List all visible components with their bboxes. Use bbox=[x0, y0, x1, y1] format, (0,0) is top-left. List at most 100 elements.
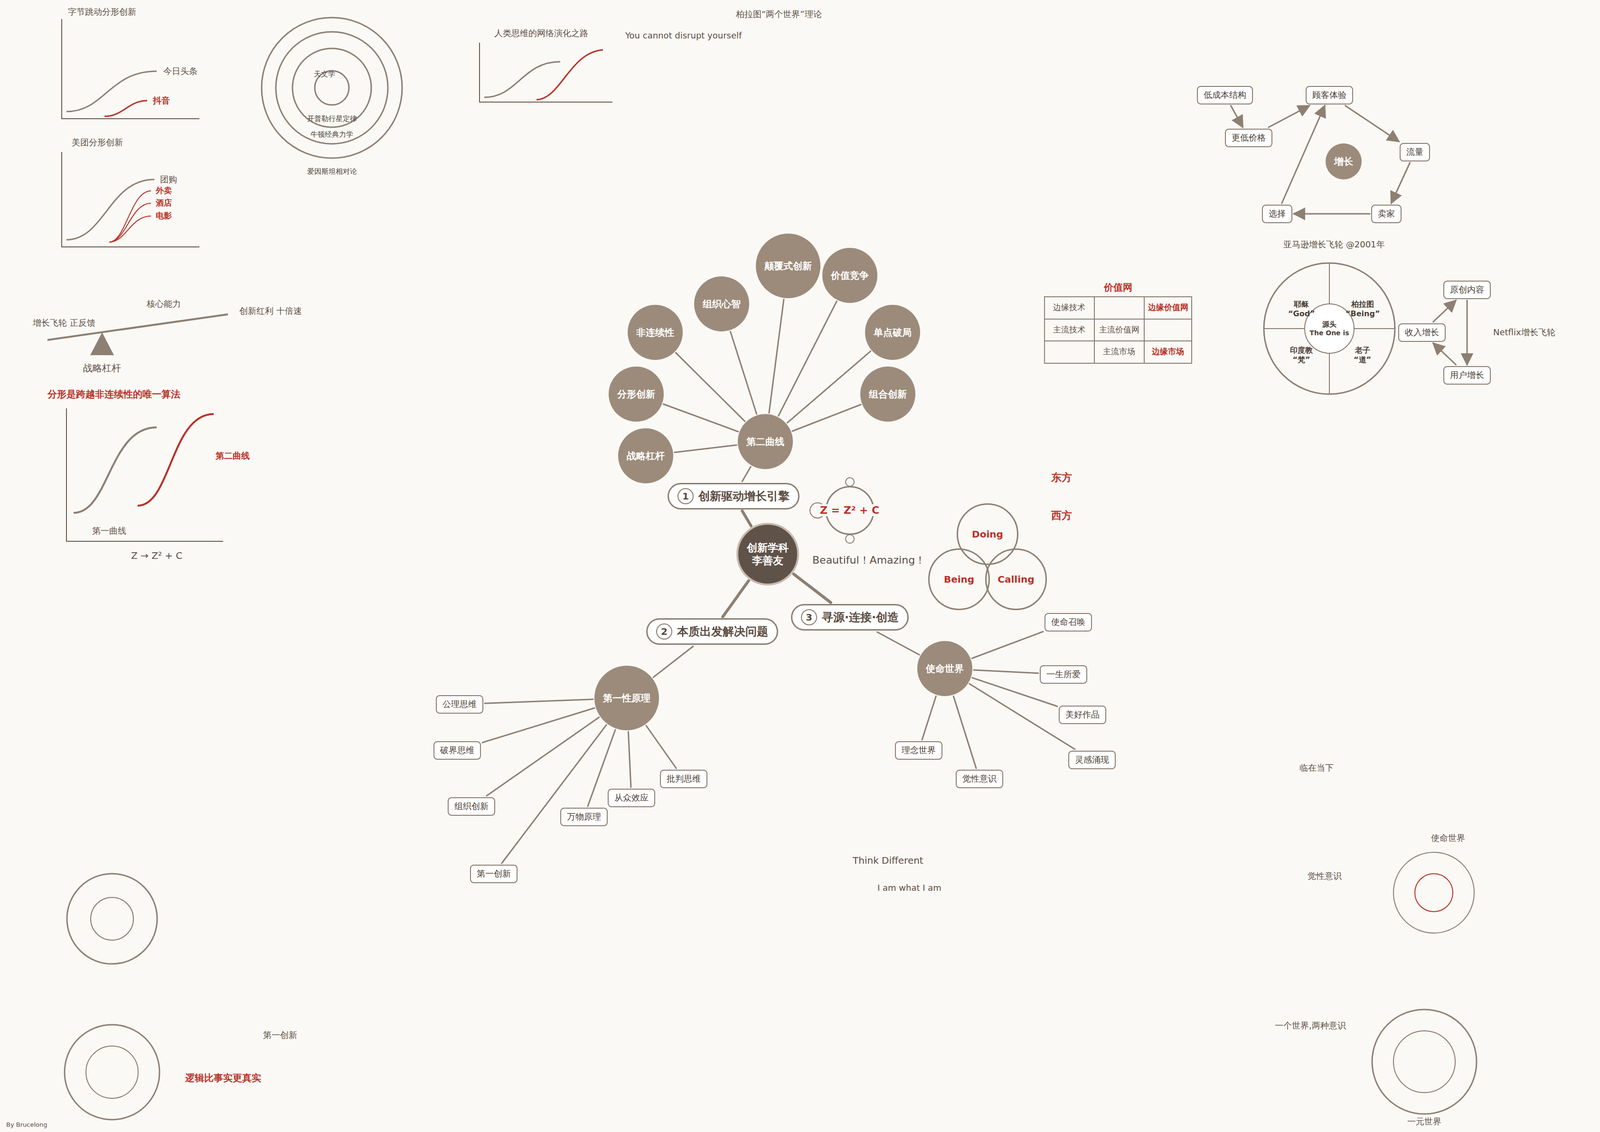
source-circle: 源头The One is耶稣“God”柏拉图“Being”印度教“梵”老子“道” bbox=[1262, 262, 1396, 396]
label-text: Netflix增长飞轮 bbox=[1491, 327, 1557, 338]
branch-line bbox=[628, 731, 631, 788]
label-text: 人类思维的网络演化之路 bbox=[492, 28, 590, 38]
note-label: 分形是跨越非连续性的唯一算法 bbox=[46, 388, 182, 401]
branch-line bbox=[646, 725, 677, 769]
branch-line bbox=[722, 580, 749, 617]
node-text: 增长 bbox=[1334, 155, 1354, 168]
s-curve bbox=[109, 203, 151, 243]
s-curve bbox=[109, 216, 151, 243]
label-text: 逻辑比事实更真实 bbox=[183, 1072, 263, 1084]
note-label: 酒店 bbox=[154, 197, 174, 208]
node-text: 原创内容 bbox=[1449, 284, 1485, 296]
label-text: 酒店 bbox=[154, 197, 174, 208]
branch-line bbox=[675, 352, 745, 422]
label-text: 主流价值网 bbox=[1097, 324, 1141, 335]
note-label: 第二曲线 bbox=[214, 450, 252, 462]
label-text: 抖音 bbox=[151, 95, 172, 106]
topic-box: 用户增长 bbox=[1443, 366, 1491, 385]
node-text: 颠覆式创新 bbox=[764, 260, 812, 273]
topic-box: 收入增长 bbox=[1398, 323, 1446, 342]
note-label: Think Different bbox=[851, 854, 925, 867]
s-curve bbox=[137, 414, 214, 506]
ring-circle: 天文学 bbox=[313, 69, 350, 106]
topic-box: 第一创新 bbox=[470, 864, 518, 884]
branch-line bbox=[971, 631, 1044, 659]
node-text: 战略杠杆 bbox=[626, 450, 665, 462]
note-label: 边缘市场 bbox=[1150, 346, 1186, 357]
ring-circle: 爱因斯坦相对论 牛顿经典力学开普勒行星定律天文学 bbox=[260, 16, 404, 177]
note-label: 今日头条 bbox=[161, 65, 199, 77]
note-label: 临在当下 bbox=[1298, 762, 1336, 774]
note-label: 创新红利 十倍速 bbox=[237, 305, 304, 317]
note-label: 使命世界 bbox=[1429, 832, 1467, 844]
note-label: 电影 bbox=[154, 210, 174, 221]
node-text: 收入增长 bbox=[1404, 327, 1440, 339]
node-text: 使命世界 bbox=[925, 662, 964, 675]
flow-arrow bbox=[1268, 105, 1310, 128]
topic-circle: 使命世界 bbox=[917, 640, 973, 697]
note-label: 第一曲线 bbox=[90, 525, 128, 537]
note-label: 觉性意识 bbox=[1306, 870, 1344, 882]
node-text: 组织创新 bbox=[454, 800, 489, 812]
branch-line bbox=[973, 669, 1039, 674]
table-grid bbox=[1044, 296, 1192, 364]
s-curve bbox=[66, 179, 155, 240]
topic-circle: 组织心智 bbox=[694, 276, 750, 332]
venn-circle: Doing bbox=[956, 503, 1019, 565]
topic-circle: 价值竞争 bbox=[822, 247, 878, 303]
node-text: 第一性原理 bbox=[602, 692, 651, 705]
node-text: 使命召唤 bbox=[1051, 616, 1086, 628]
node-text: 顾客体验 bbox=[1312, 89, 1347, 101]
quadrant-line bbox=[1263, 263, 1395, 395]
label-text: 增长飞轮 正反馈 bbox=[31, 317, 97, 328]
chart-axis bbox=[66, 408, 224, 542]
topic-circle: 组合创新 bbox=[860, 366, 916, 422]
topic-circle: 战略杠杆 bbox=[618, 428, 674, 484]
node-text: 美好作品 bbox=[1065, 709, 1100, 721]
node-text: 李善友 bbox=[752, 554, 784, 568]
venn-circle: Being bbox=[928, 548, 990, 611]
note-label: 主流技术 bbox=[1051, 324, 1087, 335]
label-text: Z = Z² + C bbox=[818, 504, 881, 517]
node-text: 用户增长 bbox=[1449, 369, 1485, 381]
label-text: 使命世界 bbox=[1429, 832, 1467, 843]
ring-outline bbox=[261, 17, 403, 159]
topic-box: 组织创新 bbox=[447, 797, 496, 816]
flow-arrow bbox=[1391, 162, 1410, 204]
label-text: Z → Z² + C bbox=[129, 549, 184, 562]
concentric-circle bbox=[1372, 1009, 1477, 1114]
table-grid bbox=[1044, 296, 1192, 364]
quadrant-text: 耶稣“God” bbox=[1288, 299, 1316, 319]
venn-circle: Calling bbox=[985, 548, 1047, 611]
note-label: 抖音 bbox=[151, 95, 172, 107]
label-text: 核心能力 bbox=[145, 298, 183, 309]
topic-box: 觉性意识 bbox=[955, 769, 1004, 789]
chart-axis bbox=[479, 42, 613, 103]
branch-line bbox=[484, 699, 593, 704]
topic-circle: 第一性原理 bbox=[594, 665, 659, 731]
node-text: 爱因斯坦相对论 bbox=[307, 167, 358, 177]
concentric-circle bbox=[85, 1045, 139, 1099]
note-label: 东方 bbox=[1049, 470, 1074, 485]
node-text: 分形创新 bbox=[617, 388, 656, 401]
node-text: 本质出发解决问题 bbox=[677, 624, 769, 639]
node-text: Calling bbox=[997, 573, 1035, 586]
ring-circle: 牛顿经典力学开普勒行星定律天文学 bbox=[274, 30, 389, 145]
topic-box: 更低价格 bbox=[1224, 128, 1273, 148]
note-label: Z = Z² + C bbox=[818, 503, 881, 518]
node-text: 第二曲线 bbox=[746, 435, 785, 448]
topic-box: 灵感涌现 bbox=[1068, 750, 1116, 770]
note-label: 字节跳动分形创新 bbox=[66, 6, 138, 18]
topic-circle: 增长 bbox=[1325, 143, 1362, 180]
fractal-figure bbox=[845, 534, 855, 544]
label-text: 外卖 bbox=[154, 185, 174, 196]
node-text: 牛顿经典力学 bbox=[310, 130, 354, 140]
node-text: 一生所爱 bbox=[1046, 668, 1081, 680]
label-text: 美团分形创新 bbox=[70, 137, 125, 148]
label-text: Beautiful！Amazing！ bbox=[810, 554, 927, 566]
note-label: 边缘价值网 bbox=[1146, 302, 1190, 313]
label-text: 边缘技术 bbox=[1051, 302, 1087, 312]
topic-box: 低成本结构 bbox=[1196, 85, 1253, 105]
